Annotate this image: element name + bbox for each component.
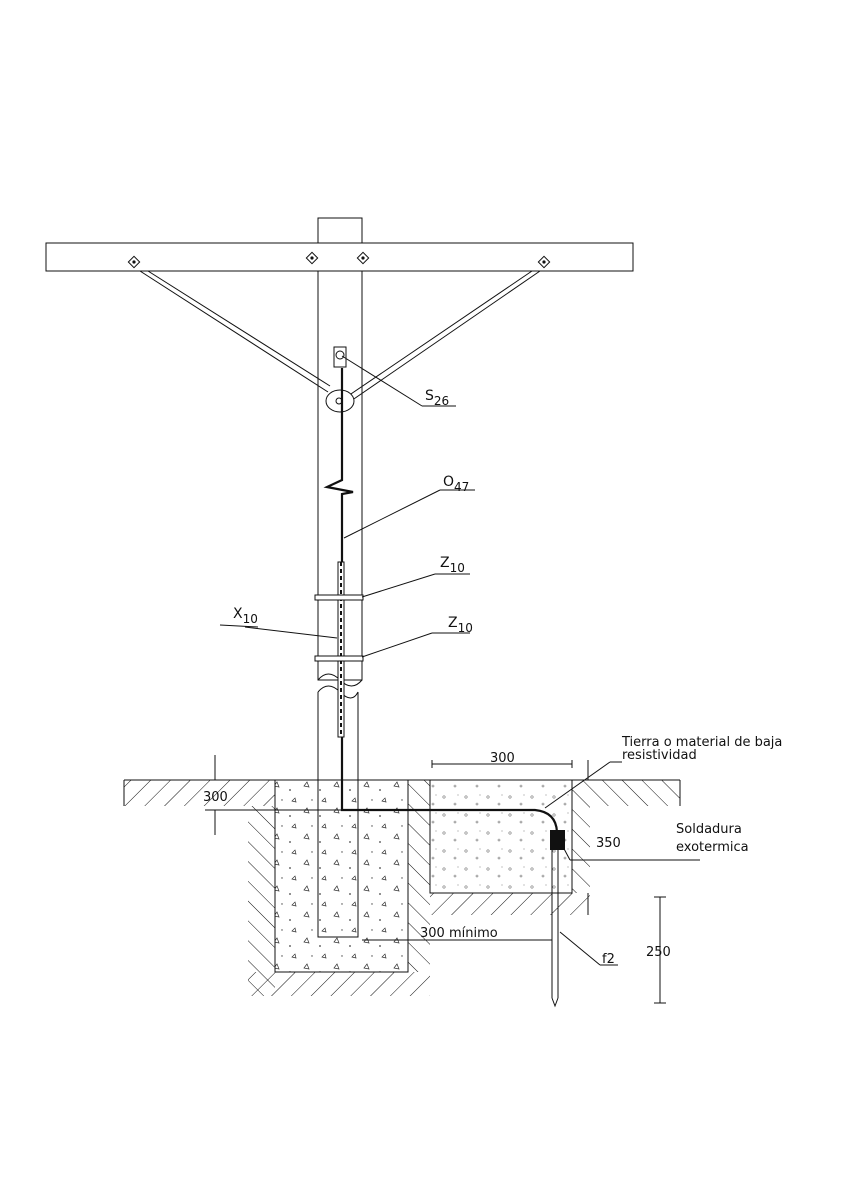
dim-trench-depth: 350 (596, 836, 621, 851)
label-x10: X10 (233, 606, 258, 626)
label-z10-upper: Z10 (440, 555, 465, 575)
label-f2: f2 (602, 952, 615, 967)
dimension-lines (205, 755, 666, 1004)
label-z10-lower: Z10 (448, 615, 473, 635)
dim-min-distance: 300 mínimo (420, 926, 498, 941)
low-resistivity-fill (429, 779, 573, 894)
exothermic-weld (550, 830, 565, 850)
braces (139, 270, 541, 413)
label-o47: O47 (443, 474, 469, 494)
ground-rod (551, 850, 559, 1008)
clamp-lower (314, 655, 364, 662)
dim-cable-depth: 300 (203, 790, 228, 805)
label-weld-2: exotermica (676, 840, 749, 855)
dim-trench-width: 300 (490, 751, 515, 766)
grounding-conductor (323, 368, 559, 833)
bolt-icons (127, 251, 551, 269)
leader-lines (219, 355, 700, 966)
label-ground-material-2: resistividad (622, 748, 697, 763)
clamp-upper (314, 594, 364, 601)
protective-tube (337, 561, 345, 738)
label-ground-material-1: Tierra o material de baja (621, 735, 782, 750)
crossarm (45, 242, 634, 272)
label-weld-1: Soldadura (676, 822, 742, 837)
dim-rod-length: 250 (646, 945, 671, 960)
label-s26: S26 (425, 388, 449, 408)
